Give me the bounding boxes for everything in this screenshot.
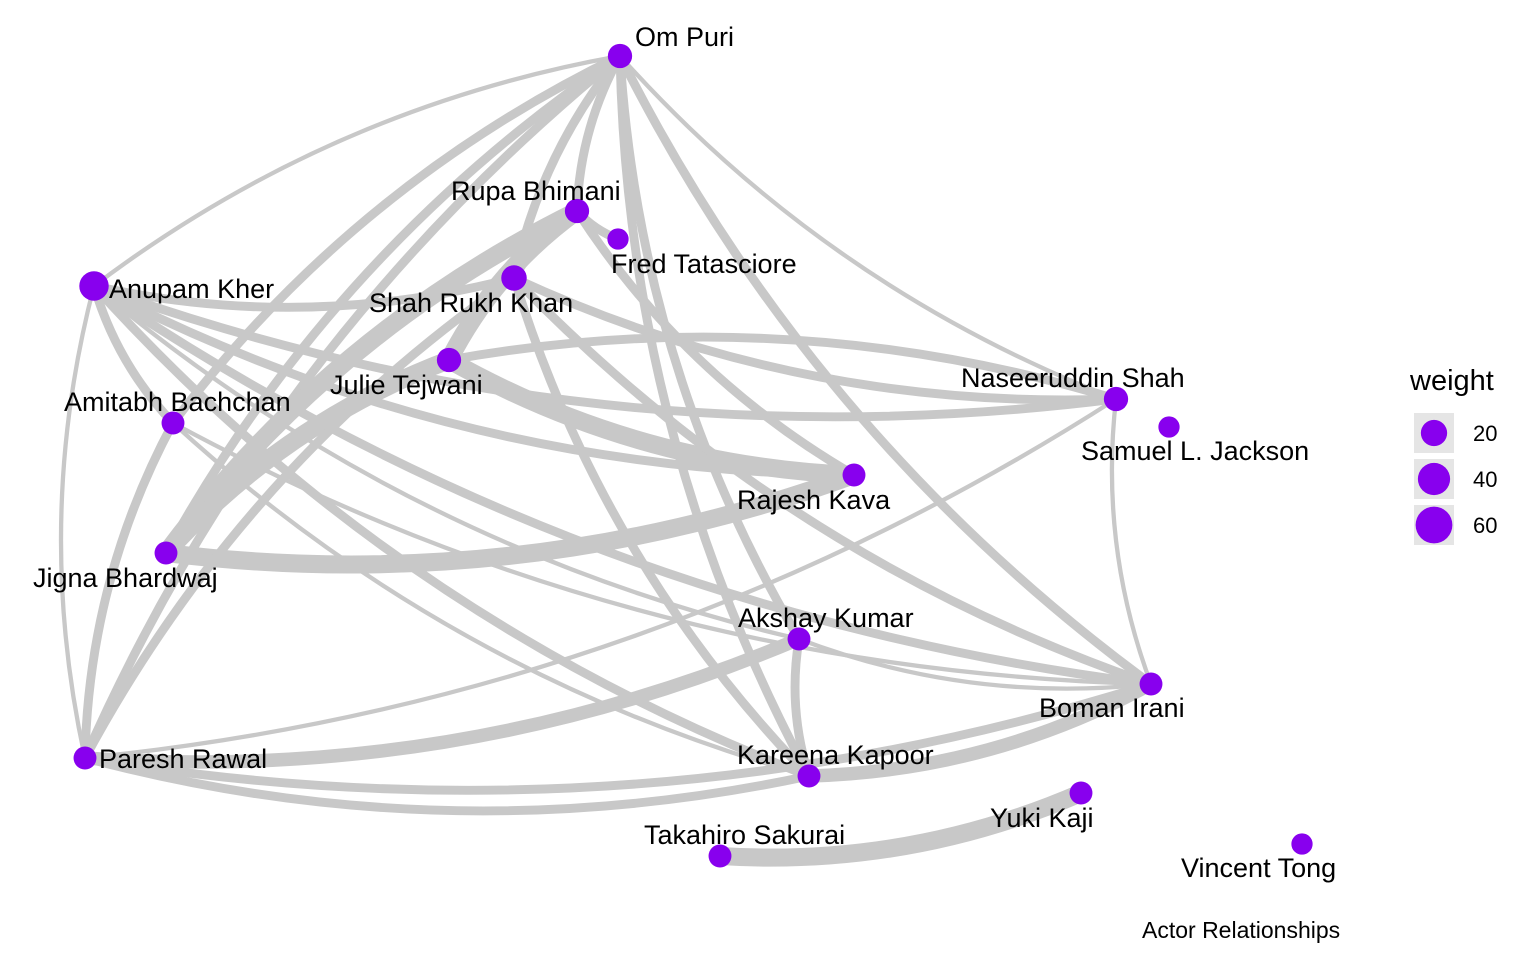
edge-om-amitabh bbox=[168, 51, 625, 428]
node-label-naseer: Naseeruddin Shah bbox=[961, 363, 1185, 393]
edge-om-naseer bbox=[617, 53, 1119, 402]
edge-om-anupam bbox=[91, 53, 623, 289]
node-label-akshay: Akshay Kumar bbox=[738, 603, 914, 633]
edge-anupam-paresh bbox=[58, 283, 97, 761]
legend-label-60: 60 bbox=[1473, 513, 1497, 538]
edge-paresh-akshay bbox=[78, 632, 806, 769]
edge-rupa-rajesh bbox=[572, 206, 859, 480]
node-label-anupam: Anupam Kher bbox=[109, 274, 274, 304]
edge-srk-naseer bbox=[509, 273, 1121, 405]
node-label-rupa: Rupa Bhimani bbox=[451, 176, 621, 206]
node-paresh[interactable] bbox=[73, 746, 97, 770]
edge-anupam-amitabh bbox=[89, 281, 178, 428]
node-naseer[interactable] bbox=[1103, 386, 1129, 412]
node-boman[interactable] bbox=[1139, 672, 1163, 696]
node-label-boman: Boman Irani bbox=[1039, 693, 1185, 723]
node-kareena[interactable] bbox=[797, 764, 821, 788]
edge-akshay-boman bbox=[796, 636, 1154, 691]
edge-anupam-akshay bbox=[91, 283, 802, 642]
edges-layer bbox=[58, 51, 1158, 867]
node-label-om: Om Puri bbox=[635, 22, 734, 52]
node-label-vincent: Vincent Tong bbox=[1181, 853, 1336, 883]
node-yuki[interactable] bbox=[1069, 781, 1093, 805]
legend-key-40 bbox=[1417, 462, 1451, 496]
edge-anupam-boman bbox=[89, 281, 1156, 689]
edge-om-kareena bbox=[615, 51, 814, 781]
edge-kareena-boman bbox=[802, 677, 1158, 783]
node-label-rajesh: Rajesh Kava bbox=[737, 485, 891, 515]
edge-paresh-naseer bbox=[82, 396, 1119, 761]
edge-takahiro-yuki bbox=[710, 783, 1091, 867]
node-label-kareena: Kareena Kapoor bbox=[737, 740, 934, 770]
node-julie[interactable] bbox=[436, 347, 462, 373]
node-rajesh[interactable] bbox=[842, 463, 866, 487]
edge-om-boman bbox=[615, 51, 1156, 689]
node-rupa[interactable] bbox=[564, 198, 590, 224]
node-label-amitabh: Amitabh Bachchan bbox=[64, 387, 291, 417]
legend: weight 20 40 60 bbox=[1409, 365, 1497, 545]
edge-amitabh-paresh bbox=[80, 418, 178, 763]
edge-paresh-boman bbox=[80, 679, 1156, 795]
edge-srk-kareena bbox=[509, 273, 814, 781]
edge-akshay-kareena bbox=[790, 634, 814, 781]
legend-key-20 bbox=[1420, 419, 1448, 447]
node-label-takahiro: Takahiro Sakurai bbox=[644, 820, 845, 850]
node-label-paresh: Paresh Rawal bbox=[99, 744, 267, 774]
node-akshay[interactable] bbox=[787, 627, 811, 651]
edge-srk-paresh bbox=[80, 273, 519, 763]
legend-key-60 bbox=[1415, 506, 1453, 544]
legend-title: weight bbox=[1409, 365, 1494, 397]
node-label-srk: Shah Rukh Khan bbox=[369, 288, 573, 318]
edge-naseer-julie bbox=[444, 332, 1121, 404]
legend-label-40: 40 bbox=[1473, 467, 1497, 492]
node-takahiro[interactable] bbox=[708, 844, 732, 868]
node-jigna[interactable] bbox=[154, 541, 178, 565]
node-fred[interactable] bbox=[607, 228, 629, 250]
node-label-yuki: Yuki Kaji bbox=[990, 803, 1094, 833]
edge-anupam-srk bbox=[89, 273, 519, 312]
node-label-samuel: Samuel L. Jackson bbox=[1081, 436, 1309, 466]
node-anupam[interactable] bbox=[79, 271, 109, 301]
edge-om-paresh bbox=[80, 51, 625, 763]
node-om[interactable] bbox=[607, 43, 633, 69]
legend-items: 20 40 60 bbox=[1414, 413, 1497, 545]
edge-anupam-naseer bbox=[89, 281, 1121, 422]
node-amitabh[interactable] bbox=[161, 411, 185, 435]
edge-paresh-kareena bbox=[80, 753, 814, 816]
edge-amitabh-kareena bbox=[170, 420, 812, 779]
edge-srk-boman bbox=[509, 273, 1156, 689]
edge-anupam-kareena bbox=[89, 281, 814, 781]
edge-jigna-rajesh bbox=[156, 465, 864, 574]
edge-naseer-boman bbox=[1109, 396, 1154, 687]
node-vincent[interactable] bbox=[1291, 833, 1313, 855]
node-label-jigna: Jigna Bhardwaj bbox=[33, 563, 218, 593]
node-samuel[interactable] bbox=[1158, 416, 1180, 438]
node-label-fred: Fred Tatasciore bbox=[611, 249, 797, 279]
node-srk[interactable] bbox=[501, 265, 527, 291]
edge-amitabh-boman bbox=[170, 420, 1154, 687]
legend-label-20: 20 bbox=[1473, 421, 1497, 446]
edge-om-rupa bbox=[572, 51, 625, 216]
nodes-layer bbox=[73, 43, 1313, 868]
graph-caption: Actor Relationships bbox=[1142, 917, 1340, 943]
node-label-julie: Julie Tejwani bbox=[330, 370, 483, 400]
edge-om-jigna bbox=[161, 51, 625, 558]
